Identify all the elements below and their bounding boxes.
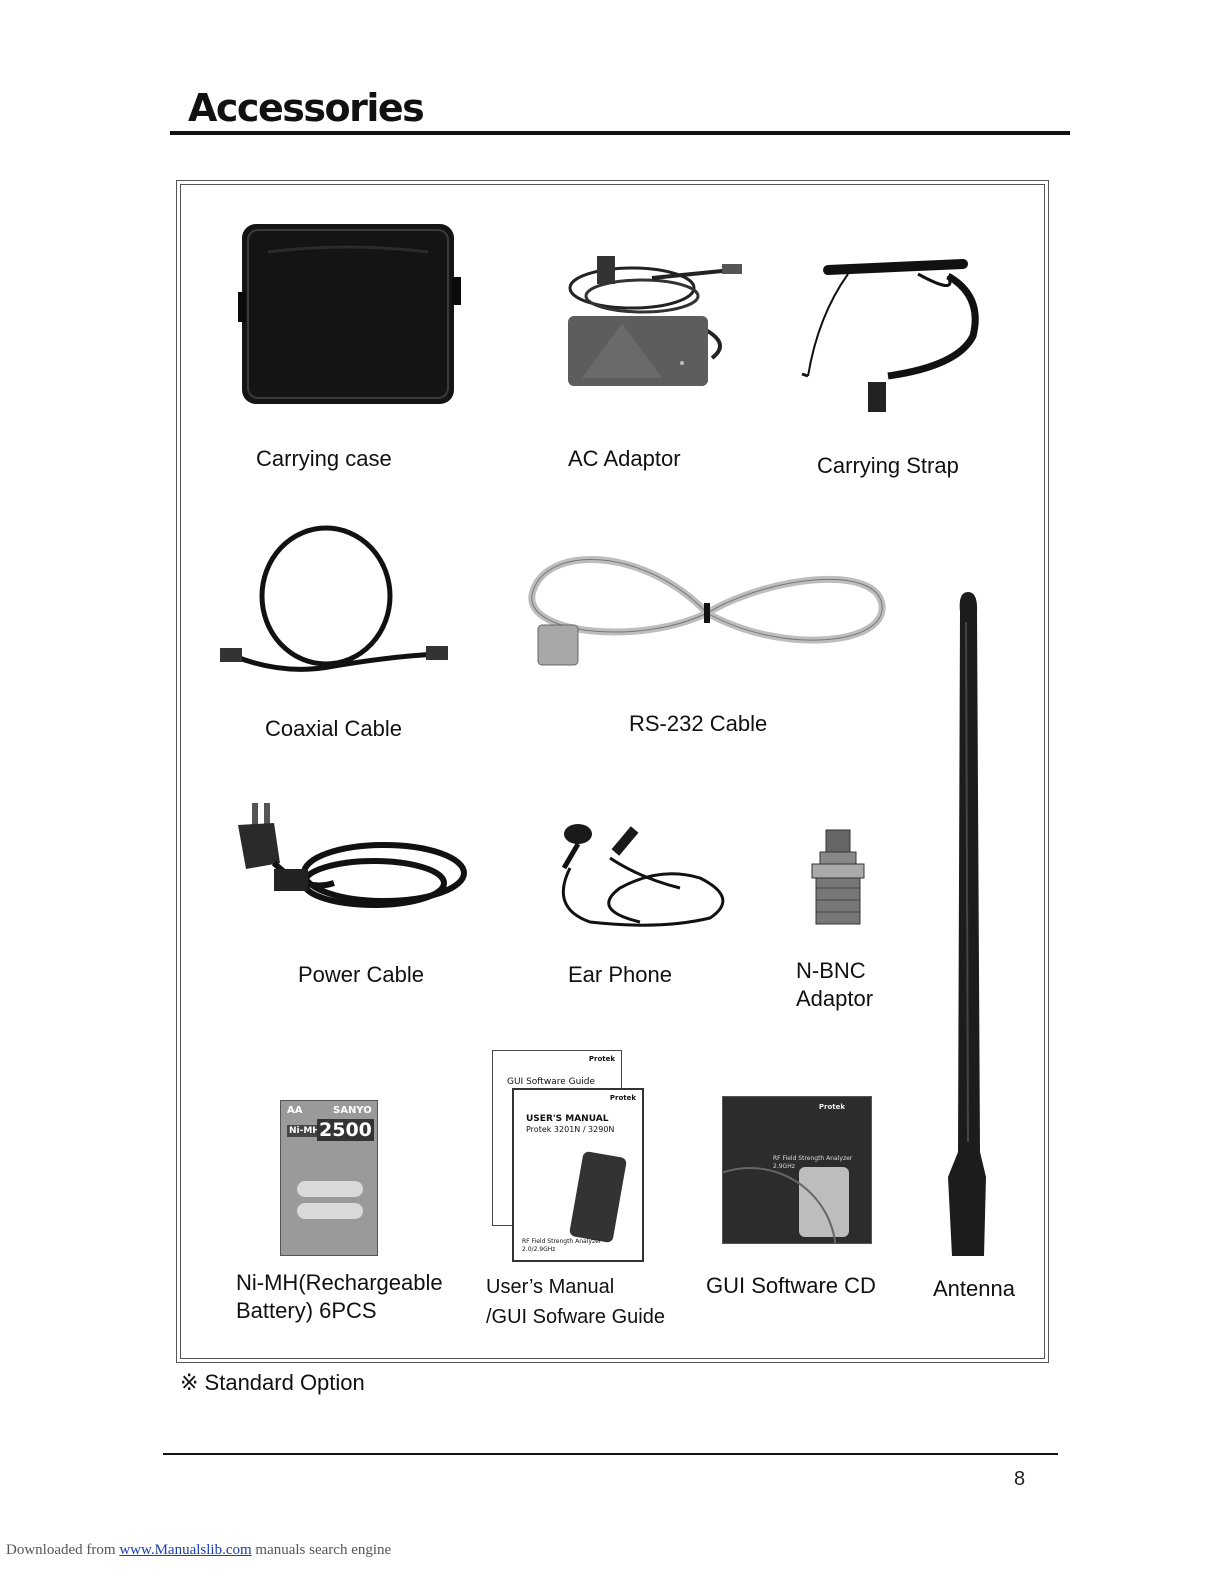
manual-brand-text: Protek [609,1094,636,1102]
carrying-strap-image [801,259,979,412]
guide-brand-text: Protek [588,1055,615,1063]
carrying-case-image [238,224,461,404]
user-manual-cover: Protek USER'S MANUAL Protek 3201N / 3290… [512,1088,644,1262]
label-coaxial-cable: Coaxial Cable [265,716,402,741]
label-n-bnc-adaptor: N-BNC Adaptor [796,958,874,1011]
page-number: 8 [1014,1468,1026,1490]
power-cable-image [238,803,467,908]
battery-brand-text: SANYO [333,1105,372,1116]
manual-subtitle-text: RF Field Strength Analyzer 2.0/2.9GHz [522,1238,602,1253]
device-photo [568,1150,628,1244]
battery-pack-image: AA SANYO Ni-MH 2500 [280,1100,378,1256]
battery-cell [297,1203,363,1219]
accessories-frame-inner [180,184,1045,1359]
label-rs232-cable: RS-232 Cable [629,711,768,736]
label-carrying-case: Carrying case [256,446,392,471]
label-antenna: Antenna [933,1276,1015,1301]
battery-cell [297,1181,363,1197]
label-power-cable: Power Cable [298,962,424,987]
download-prefix: Downloaded from [6,1542,120,1558]
manualslib-link[interactable]: www.Manualslib.com [119,1542,252,1558]
antenna-image [948,592,986,1256]
battery-capacity-text: 2500 [317,1119,374,1141]
label-ear-phone: Ear Phone [568,962,672,987]
battery-type-text: Ni-MH [287,1125,322,1137]
battery-size-text: AA [287,1105,303,1116]
download-banner: Downloaded from www.Manualslib.com manua… [6,1542,391,1559]
guide-title-text: GUI Software Guide [507,1077,596,1087]
page-title: Accessories [188,86,425,130]
label-battery: Ni-MH(Rechargeable Battery) 6PCS [236,1270,443,1323]
coaxial-cable-image [220,525,448,672]
footer-rule [163,1453,1058,1455]
label-manual: User’s Manual /GUI Sofware Guide [486,1276,665,1328]
ear-phone-image [561,824,725,927]
manual-model-text: Protek 3201N / 3290N [526,1125,615,1134]
accessories-frame [176,180,1049,1363]
n-bnc-adaptor-image [811,829,865,925]
software-cd-image: Protek RF Field Strength Analyzer 2.9GHz [722,1096,872,1244]
manual-title-text: USER'S MANUAL [526,1114,609,1124]
ac-adaptor-image [568,256,742,386]
download-suffix: manuals search engine [251,1542,392,1558]
manual-image: Protek GUI Software Guide Protek USER'S … [490,1050,650,1264]
label-ac-adaptor: AC Adaptor [568,446,681,471]
rs232-cable-image [528,556,886,666]
standard-option-note: ※ Standard Option [180,1370,365,1395]
label-carrying-strap: Carrying Strap [817,453,959,478]
title-underline [170,131,1070,135]
cd-subtitle-text: RF Field Strength Analyzer 2.9GHz [773,1155,853,1170]
label-software-cd: GUI Software CD [706,1273,876,1298]
cd-brand-text: Protek [818,1103,845,1111]
